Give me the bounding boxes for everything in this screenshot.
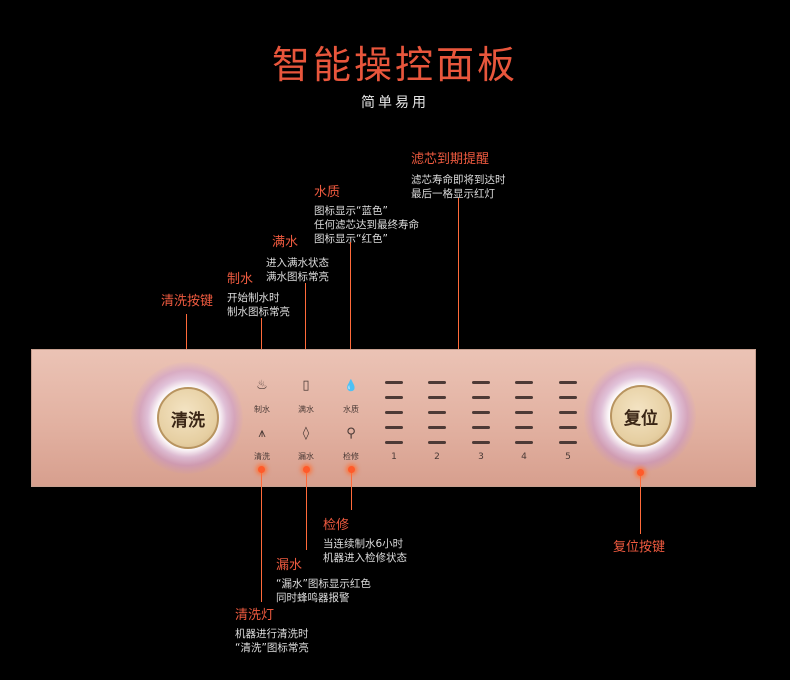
flush-icon: ⩚ xyxy=(258,426,266,441)
leader-line xyxy=(458,198,459,364)
annotation-line: “清洗”图标常亮 xyxy=(235,642,309,654)
annotation-title: 水质 xyxy=(314,185,341,200)
leader-line xyxy=(305,283,306,367)
filter-level-number: 3 xyxy=(478,452,484,462)
full-water-icon: ▯ xyxy=(302,378,310,393)
annotation-line: 开始制水时 xyxy=(227,292,280,304)
annotation-line: 进入满水状态 xyxy=(266,257,329,269)
leader-line xyxy=(261,470,262,602)
annotation-maintenance: 检修 当连续制水6小时 机器进入检修状态 xyxy=(323,514,407,565)
filter-level-segment xyxy=(385,426,403,429)
filter-level-segment xyxy=(385,441,403,444)
page-subtitle: 简单易用 xyxy=(361,95,429,111)
annotation-line: 满水图标常亮 xyxy=(266,271,329,283)
annotation-line: 制水图标常亮 xyxy=(227,306,290,318)
filter-level-segment xyxy=(472,411,490,414)
annotation-title: 满水 xyxy=(272,235,299,250)
filter-level-number: 2 xyxy=(434,452,440,462)
annotation-line: 当连续制水6小时 xyxy=(323,538,404,550)
filter-level-segment xyxy=(515,441,533,444)
filter-level-number: 1 xyxy=(391,452,397,462)
filter-level-segment xyxy=(559,426,577,429)
leader-dot xyxy=(348,466,355,473)
water-quality-label: 水质 xyxy=(343,405,359,414)
filter-level-segment xyxy=(428,426,446,429)
filter-level-segment xyxy=(472,381,490,384)
annotation-line: 滤芯寿命即将到达时 xyxy=(411,174,506,186)
page-title: 智能操控面板 xyxy=(271,43,518,87)
filter-level-segment xyxy=(385,411,403,414)
filter-level-segment xyxy=(385,381,403,384)
annotation-line: 任何滤芯达到最终寿命 xyxy=(314,219,419,231)
annotation-flush-light: 清洗灯 机器进行清洗时 “清洗”图标常亮 xyxy=(235,604,309,655)
annotation-line: 最后一格显示红灯 xyxy=(411,188,495,200)
filter-level-segment xyxy=(428,441,446,444)
annotation-title: 清洗灯 xyxy=(235,608,275,623)
flush-button[interactable]: 清洗 xyxy=(157,387,219,449)
maintenance-label: 检修 xyxy=(343,452,359,461)
filter-level-segment xyxy=(559,381,577,384)
water-quality-icon: 💧 xyxy=(344,379,358,392)
flush-label: 清洗 xyxy=(254,452,270,461)
leak-label: 漏水 xyxy=(298,452,314,461)
filter-level-number: 4 xyxy=(521,452,527,462)
annotation-flush-key: 清洗按键 xyxy=(161,294,214,309)
leader-line xyxy=(261,318,262,367)
annotation-title: 滤芯到期提醒 xyxy=(411,152,490,167)
making-water-label: 制水 xyxy=(254,405,270,414)
annotation-title: 检修 xyxy=(323,518,350,533)
filter-level-segment xyxy=(559,411,577,414)
filter-level-segment xyxy=(515,381,533,384)
filter-level-segment xyxy=(472,396,490,399)
annotation-line: 同时蜂鸣器报警 xyxy=(276,592,350,604)
annotation-full-water: 满水 进入满水状态 满水图标常亮 xyxy=(266,231,329,284)
filter-level-segment xyxy=(515,411,533,414)
annotation-reset-key: 复位按键 xyxy=(613,540,666,555)
leader-dot xyxy=(258,466,265,473)
annotation-line: 图标显示“红色” xyxy=(314,233,388,245)
annotation-line: 机器进行清洗时 xyxy=(235,628,309,640)
full-water-label: 满水 xyxy=(298,405,314,414)
annotation-line: 机器进入检修状态 xyxy=(323,552,407,564)
leader-line xyxy=(186,314,187,369)
maintenance-icon: ⚲ xyxy=(346,426,356,441)
annotation-line: 图标显示“蓝色” xyxy=(314,205,388,217)
filter-level-segment xyxy=(385,396,403,399)
filter-level-segment xyxy=(472,441,490,444)
filter-level-segment xyxy=(428,381,446,384)
making-water-icon: ♨ xyxy=(256,378,268,393)
filter-level-segment xyxy=(472,426,490,429)
annotation-water-quality: 水质 图标显示“蓝色” 任何滤芯达到最终寿命 图标显示“红色” xyxy=(314,181,419,246)
filter-level-number: 5 xyxy=(565,452,571,462)
leader-line xyxy=(640,472,641,534)
leader-line xyxy=(350,242,351,367)
filter-level-segment xyxy=(559,396,577,399)
leader-dot xyxy=(637,469,644,476)
filter-level-segment xyxy=(515,426,533,429)
filter-level-segment xyxy=(559,441,577,444)
annotation-leak: 漏水 “漏水”图标显示红色 同时蜂鸣器报警 xyxy=(276,554,371,605)
filter-level-segment xyxy=(428,396,446,399)
annotation-line: “漏水”图标显示红色 xyxy=(276,578,371,590)
leader-dot xyxy=(303,466,310,473)
leader-line xyxy=(351,470,352,510)
annotation-making-water: 制水 开始制水时 制水图标常亮 xyxy=(227,268,290,319)
leader-line xyxy=(306,470,307,550)
annotation-filter-reminder: 滤芯到期提醒 滤芯寿命即将到达时 最后一格显示红灯 xyxy=(411,148,506,201)
annotation-title: 漏水 xyxy=(276,558,303,573)
annotation-title: 制水 xyxy=(227,272,254,287)
reset-button[interactable]: 复位 xyxy=(610,385,672,447)
control-panel: 清洗 复位 ♨ 制水 ▯ 满水 💧 水质 ⩚ 清洗 ◊ 漏水 ⚲ 检修 1 2 … xyxy=(31,349,756,487)
filter-level-segment xyxy=(428,411,446,414)
filter-level-segment xyxy=(515,396,533,399)
leak-icon: ◊ xyxy=(302,426,310,441)
